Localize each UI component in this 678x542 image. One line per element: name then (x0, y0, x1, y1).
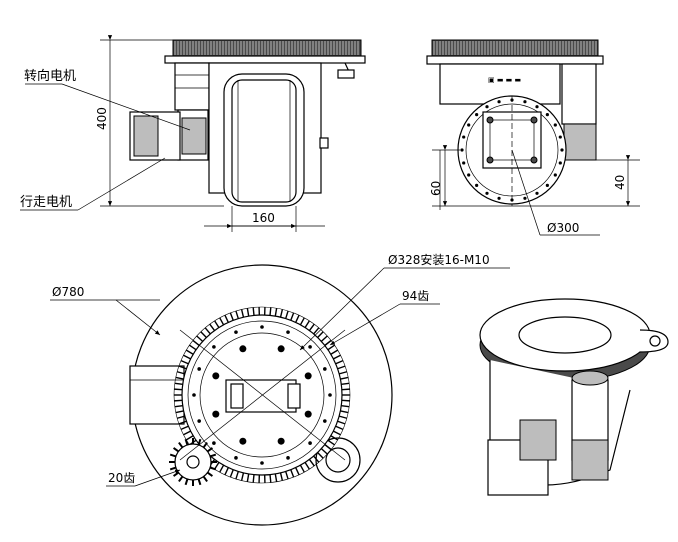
bolt-holes (192, 325, 332, 465)
top-view: Ø780 Ø328安装16-M10 94齿 20齿 (50, 252, 510, 526)
side-mount-plate (164, 55, 366, 64)
side-view: 400 160 转向电机 行走电机 (20, 35, 366, 232)
front-view: ▣ ▬ ▬ ▬ 60 40 Ø300 (426, 39, 640, 236)
dia-300-label: Ø300 (547, 221, 579, 235)
teeth-94-label: 94齿 (402, 289, 429, 303)
bolt-circle-label: Ø328安装16-M10 (388, 252, 490, 267)
steering-motor-label: 转向电机 (24, 68, 76, 84)
pinion-20-teeth (169, 438, 217, 486)
side-slewing-ring-teeth (174, 41, 359, 55)
side-steering-motor-body (174, 62, 210, 111)
brand-logo-icon: ▣ ▬ ▬ ▬ (488, 76, 521, 84)
dim-60-label: 60 (429, 181, 443, 196)
dim-160-label: 160 (252, 211, 275, 225)
dim-400-label: 400 (95, 107, 109, 130)
dia-780-label: Ø780 (52, 285, 84, 299)
dim-40-label: 40 (613, 175, 627, 190)
drive-motor-label: 行走电机 (20, 195, 72, 210)
teeth-20-label: 20齿 (108, 471, 135, 485)
isometric-view (479, 298, 669, 496)
drive-motor-leader (77, 157, 166, 211)
front-steering-motor (561, 63, 597, 125)
side-slewing-ring (172, 39, 362, 57)
steering-motor-leader (61, 83, 191, 131)
